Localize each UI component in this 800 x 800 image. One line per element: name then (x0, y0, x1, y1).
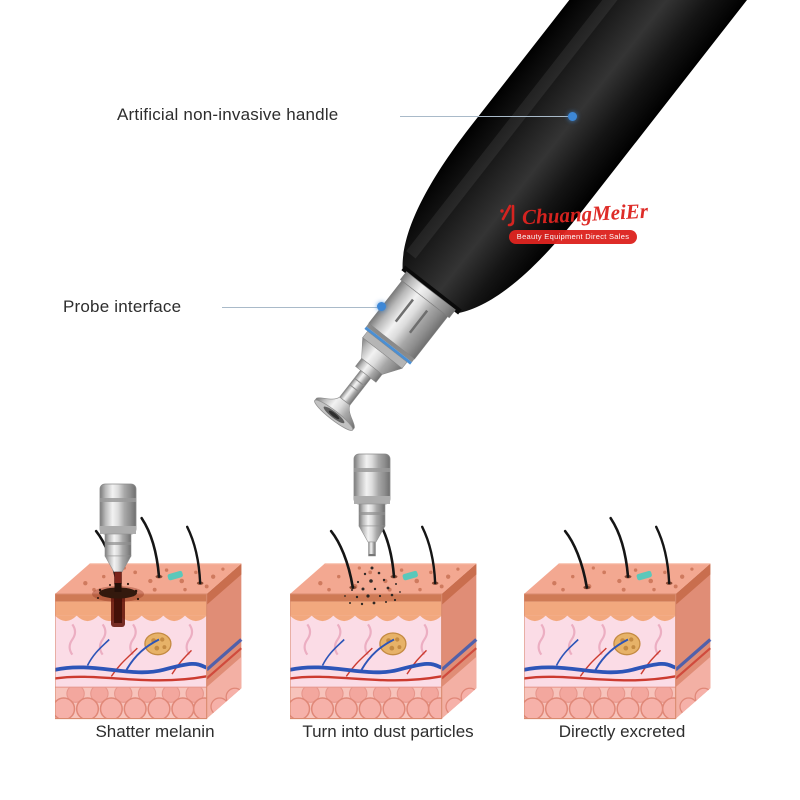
brand-name: ChuangMeiEr (521, 198, 649, 230)
step-caption-directly-excreted: Directly excreted (558, 722, 686, 741)
brand-logo-icon (500, 204, 515, 227)
pen-blue-ring (364, 326, 412, 365)
handle-callout-line (400, 116, 568, 117)
pen-metal-nose (339, 271, 456, 406)
pen-black-handle (402, 0, 800, 313)
handle-callout-dot-icon (568, 112, 577, 121)
skin-diagram-excreted (522, 518, 713, 720)
probe-callout-line (222, 307, 377, 308)
skin-diagram-dust (288, 453, 479, 720)
handpiece-melanin (99, 483, 137, 592)
handle-callout-label: Artificial non-invasive handle (117, 105, 339, 124)
brand-watermark: ChuangMeiEr Beauty Equipment Direct Sale… (498, 198, 649, 244)
step-caption-dust-particles: Turn into dust particles (302, 722, 474, 741)
skin-diagram-shatter (53, 483, 244, 720)
dust-particles (344, 566, 401, 606)
pen-probe-tip (314, 396, 355, 431)
handpiece-dust (353, 453, 391, 557)
step-caption-shatter-melanin: Shatter melanin (95, 722, 215, 741)
probe-callout-dot-icon (377, 302, 386, 311)
probe-callout-label: Probe interface (63, 297, 182, 316)
treatment-pen (314, 0, 800, 431)
brand-tagline-badge: Beauty Equipment Direct Sales (508, 230, 638, 244)
